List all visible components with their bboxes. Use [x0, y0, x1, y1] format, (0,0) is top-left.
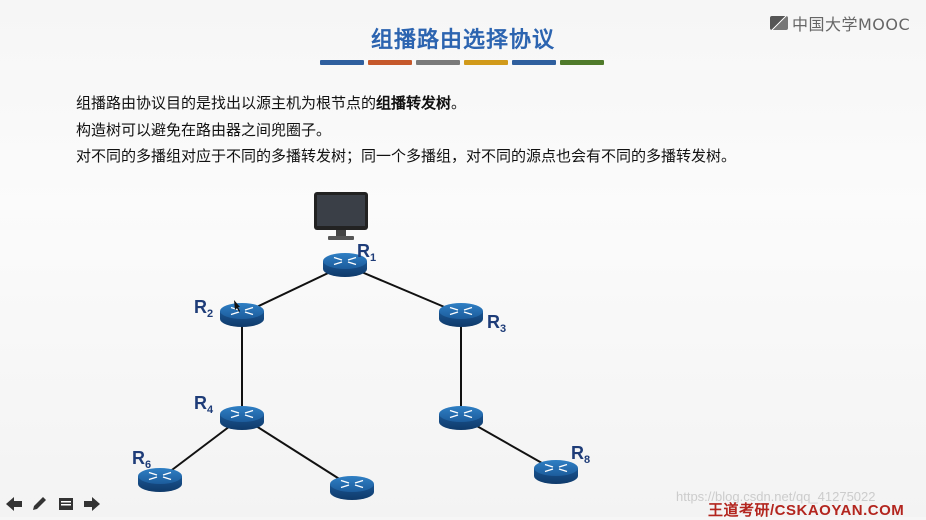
router-r7-icon: [329, 475, 375, 501]
title-bar-segment: [368, 60, 412, 65]
title-bar-segment: [416, 60, 460, 65]
title-bar-segment: [320, 60, 364, 65]
title-bar-segment: [464, 60, 508, 65]
router-r5-icon: [438, 405, 484, 431]
monitor-icon: [314, 192, 368, 240]
para1-emphasis: 组播转发树: [376, 94, 452, 112]
para1-end: 。: [451, 94, 467, 112]
para1-text: 组播路由协议目的是找出以源主机为根节点的: [76, 94, 377, 112]
r6-sub: 6: [145, 459, 152, 471]
r4-main: R: [194, 393, 207, 413]
slide-title: 组播路由选择协议: [370, 28, 555, 53]
router-r2-icon: [219, 302, 265, 328]
cursor-icon: [234, 300, 240, 312]
mooc-logo-text: 中国大学MOOC: [792, 15, 911, 34]
router-r4-icon: [219, 405, 265, 431]
title-color-bar: [320, 60, 604, 65]
slides-icon[interactable]: [56, 495, 76, 513]
r2-main: R: [194, 297, 207, 317]
paragraph-3: 对不同的多播组对应于不同的多播转发树；同一个多播组，对不同的源点也会有不同的多播…: [76, 147, 737, 165]
mooc-logo: 中国大学MOOC: [770, 11, 910, 35]
r3-main: R: [487, 312, 500, 332]
router-r6-icon: [137, 467, 183, 493]
r6-main: R: [132, 448, 145, 468]
mooc-logo-icon: [770, 16, 788, 30]
slide-body: 组播路由协议目的是找出以源主机为根节点的组播转发树。 构造树可以避免在路由器之间…: [76, 90, 736, 170]
title-bar-segment: [512, 60, 556, 65]
r2-sub: 2: [207, 308, 214, 320]
router-r3-icon: [438, 302, 484, 328]
r1-sub: 1: [370, 252, 377, 264]
router-label-r1: R1: [357, 241, 376, 264]
r1-main: R: [357, 241, 370, 261]
footer-brand: 王道考研/CSKAOYAN.COM: [708, 502, 905, 519]
slide-toolbar: [4, 495, 102, 513]
r3-sub: 3: [500, 323, 507, 335]
router-label-r8: R8: [571, 443, 590, 466]
pen-icon[interactable]: [30, 495, 50, 513]
arrow-right-icon[interactable]: [82, 495, 102, 513]
arrow-left-icon[interactable]: [4, 495, 24, 513]
r8-sub: 8: [584, 454, 591, 466]
r8-main: R: [571, 443, 584, 463]
title-bar-segment: [560, 60, 604, 65]
router-label-r2: R2: [194, 297, 213, 320]
link-r4-r7: [241, 416, 353, 488]
router-label-r3: R3: [487, 312, 506, 335]
router-label-r4: R4: [194, 393, 213, 416]
paragraph-1: 组播路由协议目的是找出以源主机为根节点的组播转发树。: [76, 90, 736, 117]
r4-sub: 4: [207, 404, 214, 416]
link-r1-r3: [344, 264, 462, 315]
router-label-r6: R6: [132, 448, 151, 471]
csdn-watermark: https://blog.csdn.net/qq_41275022: [676, 489, 876, 504]
paragraph-2: 构造树可以避免在路由器之间兜圈子。: [76, 120, 332, 139]
